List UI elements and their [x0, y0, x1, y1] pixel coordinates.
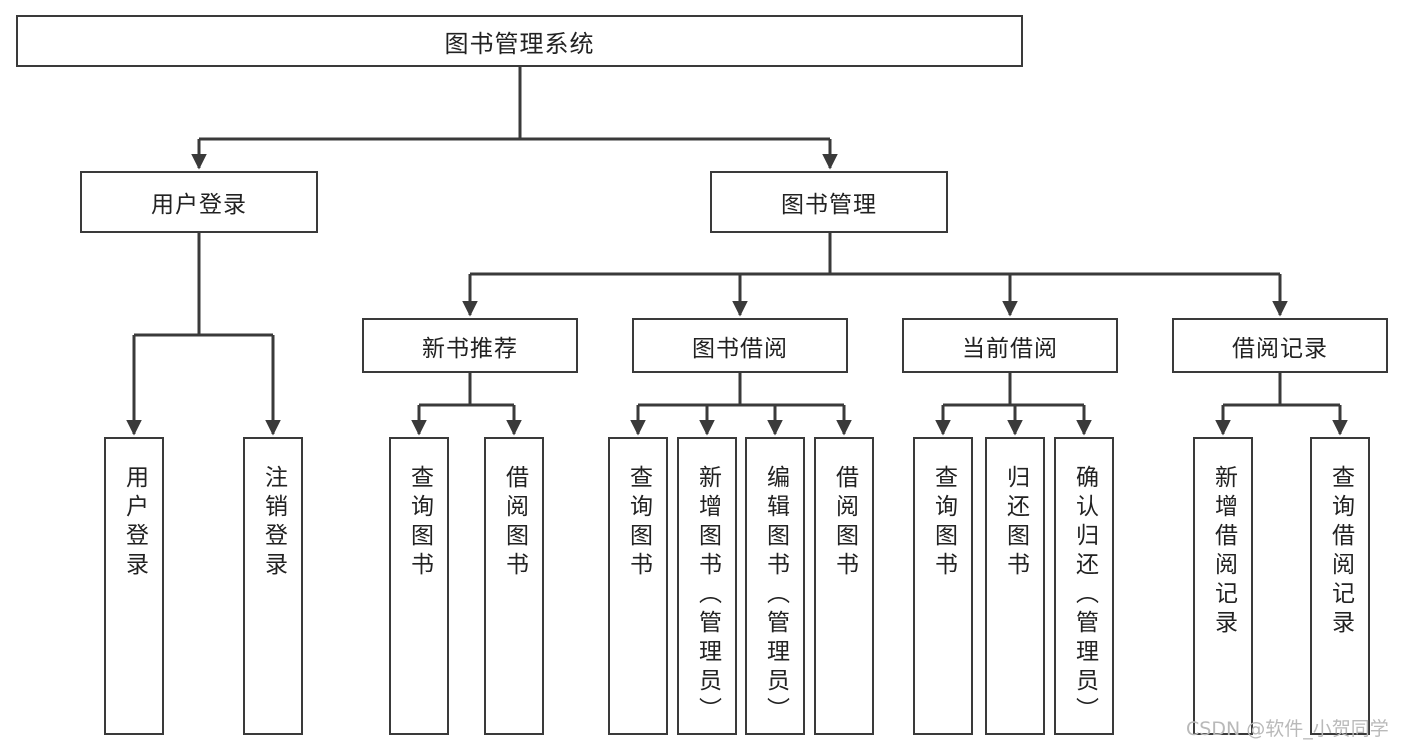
node-new-book-rec-label: 新书推荐 — [422, 335, 518, 362]
node-borrow-record-label: 借阅记录 — [1232, 335, 1328, 362]
node-root-label: 图书管理系统 — [444, 29, 595, 58]
node-leaf-edit-book-label: 编辑图书（管理员） — [762, 465, 789, 726]
node-leaf-query-book-1[interactable]: 查询图书 — [389, 437, 449, 735]
node-new-book-rec[interactable]: 新书推荐 — [362, 318, 578, 373]
node-leaf-return-book[interactable]: 归还图书 — [985, 437, 1045, 735]
node-leaf-add-book-label: 新增图书（管理员） — [694, 465, 721, 726]
node-leaf-add-book[interactable]: 新增图书（管理员） — [677, 437, 737, 735]
node-book-borrow-label: 图书借阅 — [692, 335, 788, 362]
node-root[interactable]: 图书管理系统 — [16, 15, 1023, 67]
node-user-login-label: 用户登录 — [151, 192, 247, 218]
node-borrow-record[interactable]: 借阅记录 — [1172, 318, 1388, 373]
node-book-manage-label: 图书管理 — [781, 192, 877, 218]
node-leaf-query-book-2[interactable]: 查询图书 — [608, 437, 668, 735]
node-leaf-query-book-3[interactable]: 查询图书 — [913, 437, 973, 735]
node-leaf-add-record-label: 新增借阅记录 — [1210, 465, 1237, 639]
node-leaf-add-record[interactable]: 新增借阅记录 — [1193, 437, 1253, 735]
node-leaf-query-book-2-label: 查询图书 — [625, 465, 652, 581]
node-leaf-query-record-label: 查询借阅记录 — [1327, 465, 1354, 639]
node-leaf-borrow-book-2-label: 借阅图书 — [831, 465, 858, 581]
node-book-manage[interactable]: 图书管理 — [710, 171, 948, 233]
node-leaf-user-login-label: 用户登录 — [121, 465, 148, 581]
node-leaf-user-logout[interactable]: 注销登录 — [243, 437, 303, 735]
node-leaf-edit-book[interactable]: 编辑图书（管理员） — [745, 437, 805, 735]
node-leaf-confirm-return[interactable]: 确认归还（管理员） — [1054, 437, 1114, 735]
node-leaf-borrow-book-1-label: 借阅图书 — [501, 465, 528, 581]
node-book-borrow[interactable]: 图书借阅 — [632, 318, 848, 373]
node-user-login[interactable]: 用户登录 — [80, 171, 318, 233]
node-leaf-query-book-1-label: 查询图书 — [406, 465, 433, 581]
node-leaf-borrow-book-2[interactable]: 借阅图书 — [814, 437, 874, 735]
node-leaf-user-logout-label: 注销登录 — [260, 465, 287, 581]
node-leaf-query-book-3-label: 查询图书 — [930, 465, 957, 581]
node-leaf-borrow-book-1[interactable]: 借阅图书 — [484, 437, 544, 735]
node-leaf-query-record[interactable]: 查询借阅记录 — [1310, 437, 1370, 735]
node-leaf-return-book-label: 归还图书 — [1002, 465, 1029, 581]
node-current-borrow[interactable]: 当前借阅 — [902, 318, 1118, 373]
node-leaf-confirm-return-label: 确认归还（管理员） — [1071, 465, 1098, 726]
node-leaf-user-login[interactable]: 用户登录 — [104, 437, 164, 735]
node-current-borrow-label: 当前借阅 — [962, 335, 1058, 362]
csdn-watermark: CSDN @软件_小贺同学 — [1186, 718, 1389, 740]
